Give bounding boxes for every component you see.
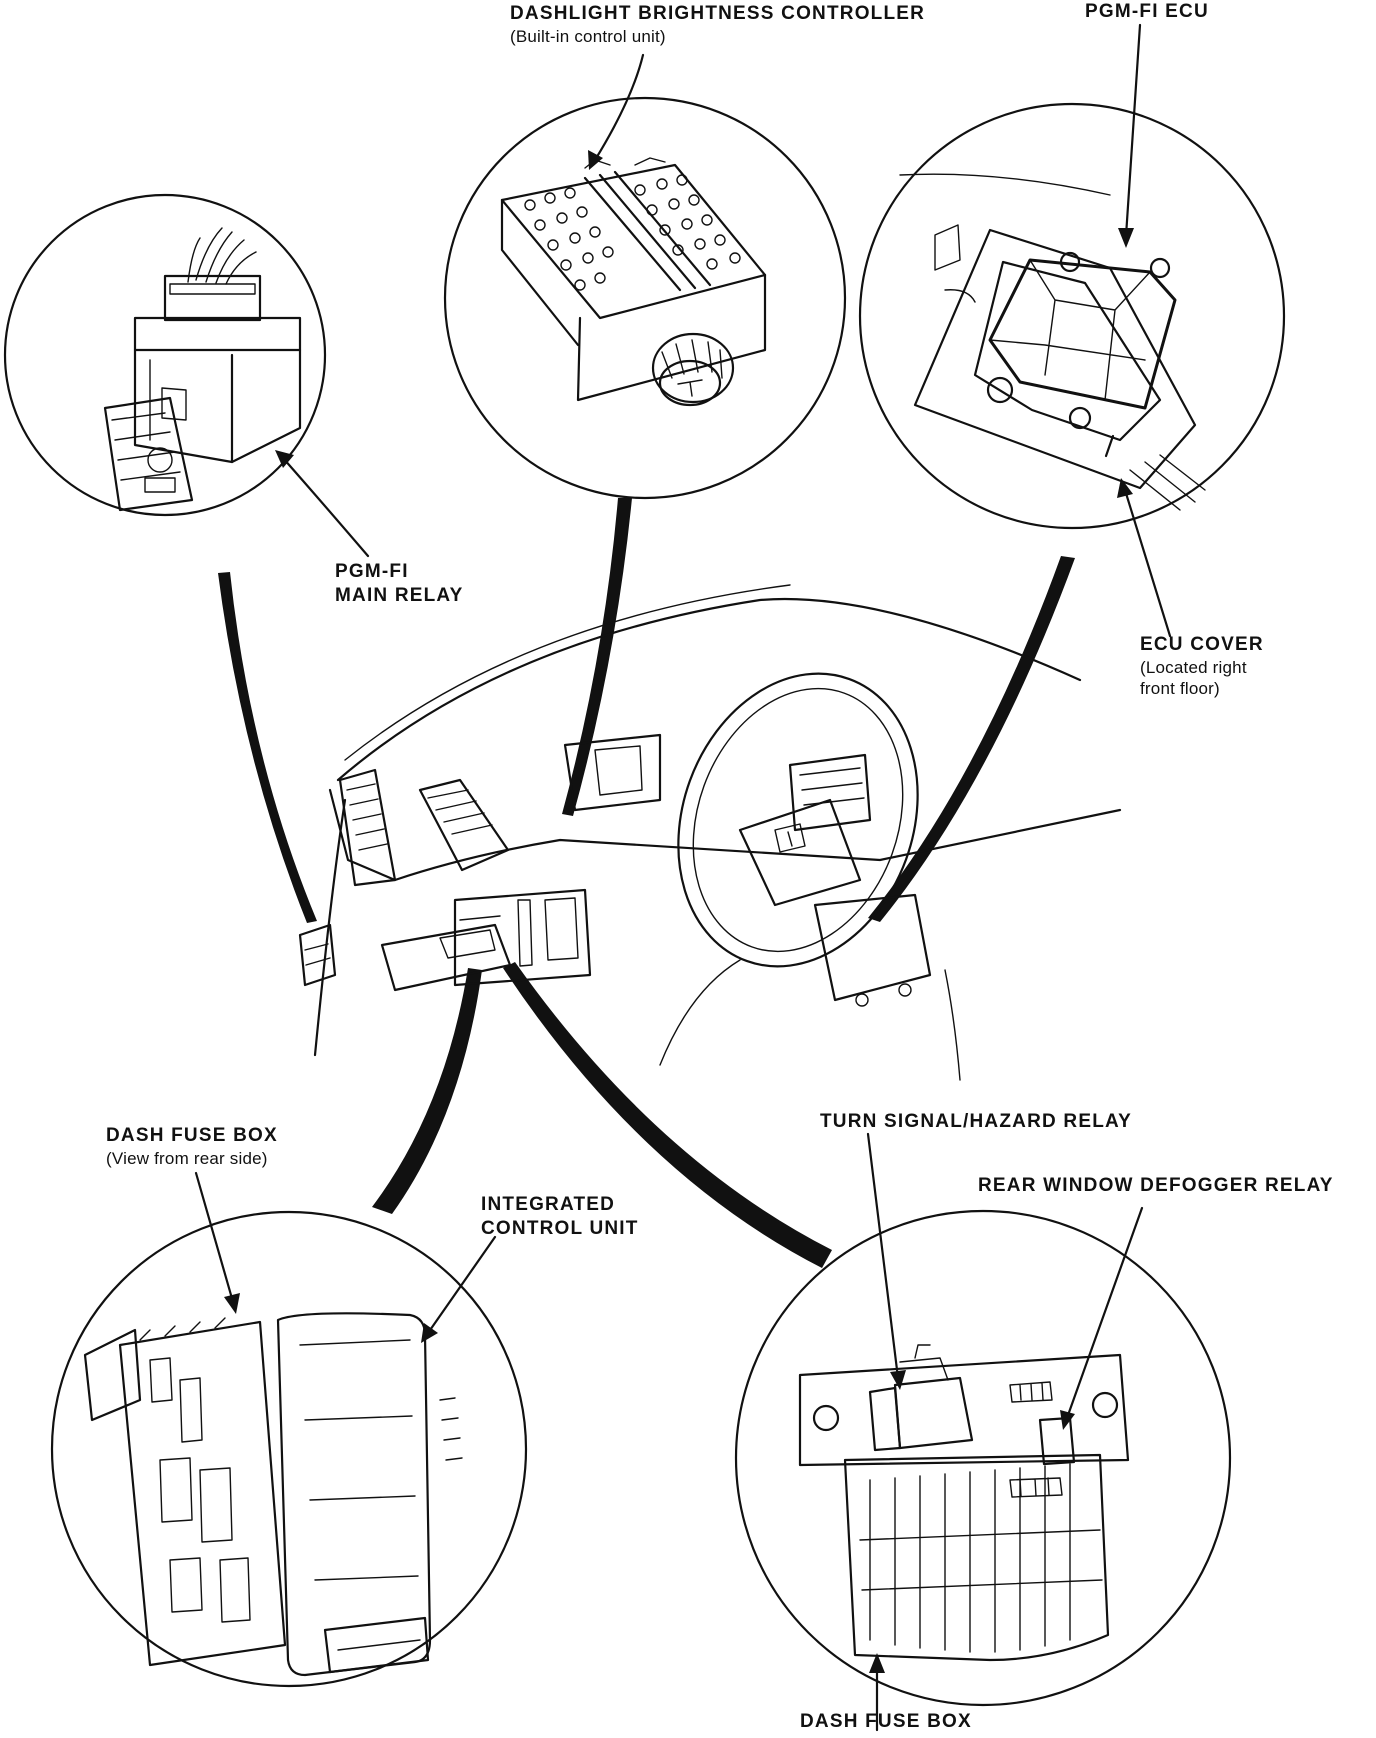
band-ecu [868, 556, 1075, 922]
dashboard-drawing [298, 584, 1122, 1081]
label-pgm-fi-main-relay: PGM-FI MAIN RELAY [335, 560, 463, 608]
label-dashlight-controller-subtitle: (Built-in control unit) [510, 26, 666, 46]
label-ecu-cover-line2: front floor) [1140, 679, 1220, 698]
label-pgm-fi-main-relay-line2: MAIN RELAY [335, 584, 464, 606]
main-relay-drawing [103, 227, 302, 512]
label-turn-signal-relay-title: TURN SIGNAL/HAZARD RELAY [820, 1111, 1133, 1132]
label-dashlight-controller: DASHLIGHT BRIGHTNESS CONTROLLER (Built-i… [510, 2, 925, 47]
label-dash-fuse-box-rear: DASH FUSE BOX (View from rear side) [106, 1124, 278, 1169]
label-dash-fuse-box-bottom-title: DASH FUSE BOX [800, 1711, 972, 1732]
label-integrated-control-unit-line2: CONTROL UNIT [481, 1217, 639, 1239]
ecu-drawing [899, 173, 1206, 511]
label-dash-fuse-box-rear-subtitle: (View from rear side) [106, 1148, 268, 1168]
label-dashlight-controller-title: DASHLIGHT BRIGHTNESS CONTROLLER [510, 3, 926, 24]
label-pgm-fi-main-relay-line1: PGM-FI [335, 561, 409, 582]
band-main-relay [218, 572, 317, 923]
detail-circle-dashlight-controller [443, 96, 847, 500]
label-dash-fuse-box-rear-title: DASH FUSE BOX [106, 1125, 278, 1146]
label-pgm-fi-ecu: PGM-FI ECU [1085, 0, 1209, 24]
detail-circle-ecu [858, 102, 1286, 530]
label-ecu-cover-title: ECU COVER [1140, 634, 1264, 655]
band-dashlight [562, 498, 632, 816]
label-integrated-control-unit-line1: INTEGRATED [481, 1194, 616, 1215]
label-rear-defogger-relay-title: REAR WINDOW DEFOGGER RELAY [978, 1175, 1334, 1196]
label-pgm-fi-ecu-title: PGM-FI ECU [1085, 1, 1209, 22]
label-rear-defogger-relay: REAR WINDOW DEFOGGER RELAY [978, 1174, 1334, 1198]
dashlight-controller-drawing [500, 157, 767, 407]
label-turn-signal-relay: TURN SIGNAL/HAZARD RELAY [820, 1110, 1132, 1134]
detail-circle-main-relay [3, 193, 327, 517]
label-ecu-cover: ECU COVER (Located right front floor) [1140, 633, 1264, 699]
detail-circle-fuse-box-rear [50, 1210, 528, 1688]
band-fuse-rear [372, 968, 482, 1214]
fuse-box-front-drawing [798, 1344, 1130, 1662]
fuse-box-rear-drawing [83, 1312, 463, 1677]
detail-circle-fuse-box-front [734, 1209, 1232, 1707]
label-integrated-control-unit: INTEGRATED CONTROL UNIT [481, 1193, 639, 1241]
leader-arrows [194, 23, 1172, 1732]
band-fuse-front [503, 962, 832, 1268]
label-dash-fuse-box-bottom: DASH FUSE BOX [800, 1710, 972, 1734]
label-ecu-cover-line1: (Located right [1140, 657, 1247, 677]
